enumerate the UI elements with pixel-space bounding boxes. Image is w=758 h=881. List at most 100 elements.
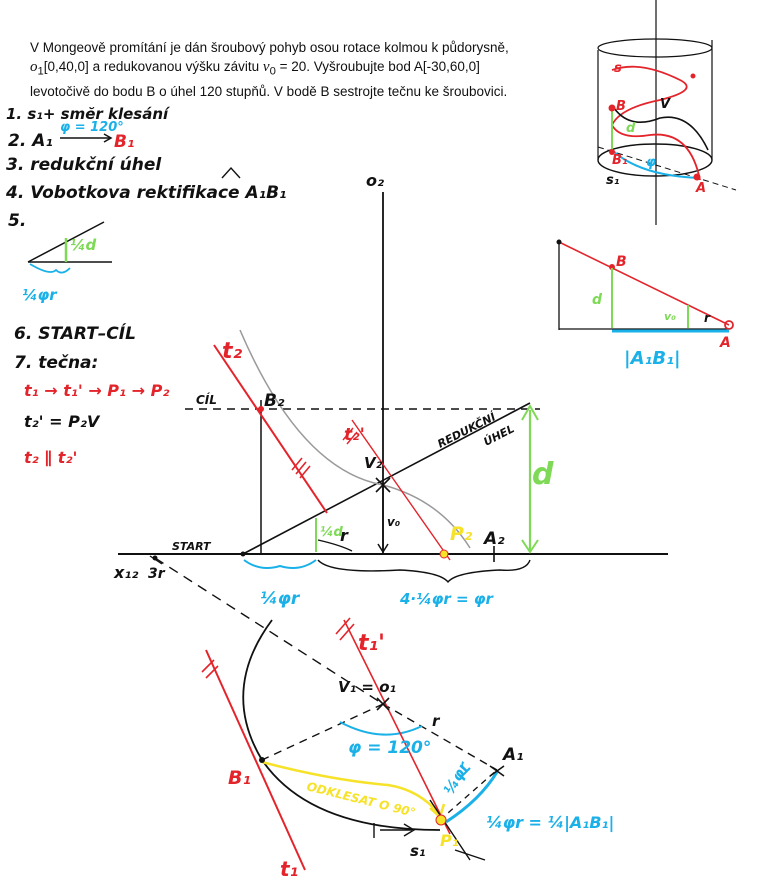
- label-B2: B₂: [264, 391, 285, 411]
- problem-mid: a redukovanou výšku závitu: [88, 59, 263, 74]
- inset2-top-point: [556, 239, 562, 245]
- cyan-tick: [461, 767, 471, 777]
- p1-helper-2: [454, 849, 486, 861]
- step-7: 7. tečna:: [14, 353, 98, 373]
- label-t2: t₂: [222, 339, 243, 364]
- p1-helper: [429, 799, 471, 861]
- v0-arrow: [377, 543, 389, 554]
- problem-line2-end: . Vyšroubujte bod A[-30,60,0]: [306, 59, 480, 74]
- point-P1: [435, 814, 447, 826]
- inset-label-B: B: [616, 99, 626, 114]
- label-d: d: [532, 457, 554, 492]
- label-t2-prime: t₂': [344, 425, 365, 445]
- inset-triangle: B A d v₀ r |A₁B₁|: [556, 239, 734, 369]
- step-2-arrowhead: [103, 133, 113, 143]
- label-o2: o₂: [366, 171, 384, 190]
- r-arc: [317, 539, 353, 552]
- label-quarter-phr-2: ¼φr: [440, 758, 474, 798]
- step-2-phi: φ = 120°: [60, 120, 124, 135]
- label-B1: B₁: [228, 767, 251, 789]
- full-phr-brace: [317, 559, 531, 584]
- label-quarter-d: ¼d: [320, 525, 343, 540]
- point-V1: [376, 697, 390, 711]
- inset-label-A: A: [695, 181, 706, 196]
- label-3r: 3r: [148, 566, 166, 582]
- helix-front-view: [239, 329, 471, 549]
- tangent-t2: [213, 344, 328, 514]
- steps-list: 1. s₁+ smĕr klesání 2. A₁ φ = 120° B₁ 3.…: [5, 105, 287, 467]
- height-d-arrows: [521, 403, 539, 554]
- label-V1: V₁ = o₁: [338, 678, 396, 696]
- step-7-line1: t₁ → t₁' → P₁ → P₂: [24, 381, 169, 400]
- reduction-angle-line: [242, 402, 531, 555]
- point-V2: [375, 477, 391, 493]
- arc-hat: [221, 166, 241, 179]
- label-quarter-phr: ¼φr: [260, 589, 301, 609]
- point-B1: [259, 757, 265, 763]
- inset-label-phi: φ: [646, 155, 656, 170]
- o1-coords: [0,40,0]: [43, 59, 89, 74]
- phi-arc: [339, 721, 423, 736]
- label-P2: P₂: [450, 523, 473, 545]
- tangent-t1-prime: [343, 619, 451, 835]
- step-7-line3: t₂ ∥ t₂': [24, 448, 77, 467]
- step-3: 3. redukční úhel: [6, 155, 162, 175]
- label-A1: A₁: [501, 745, 524, 765]
- inset2-label-arc: |A₁B₁|: [624, 348, 681, 369]
- quarter-arc-cyan: [445, 771, 499, 824]
- inset-label-V: V: [660, 97, 671, 112]
- label-v0: v₀: [387, 515, 401, 529]
- label-r: r: [340, 526, 349, 545]
- inset-phi-arc: [611, 149, 701, 179]
- label-t1: t₁: [280, 857, 298, 881]
- radius-v1-a1: [382, 703, 498, 771]
- x12-to-v1: [154, 557, 384, 705]
- label-odklesat: ODKLESAT O 90°: [305, 779, 417, 820]
- o1-subscript: 1: [37, 65, 44, 78]
- point-A1: [489, 765, 505, 777]
- step5-phr-label: ¼φr: [22, 286, 58, 304]
- o1-symbol: o: [30, 59, 38, 75]
- step-6: 6. START–CÍL: [14, 322, 136, 344]
- label-phi-120: φ = 120°: [348, 738, 431, 758]
- t2p-hatch: [342, 427, 358, 445]
- inset-A-point: [693, 173, 701, 181]
- inset2-label-A: A: [719, 335, 731, 351]
- inset-helix-front: [613, 107, 709, 151]
- inset-B-point: [608, 104, 616, 112]
- odklesat-arc: [261, 760, 441, 816]
- inset-cylinder: s B V d A φ s₁ B₁: [597, 0, 737, 225]
- inset-helix: [610, 65, 701, 181]
- label-A2: A₂: [482, 529, 505, 549]
- label-start: START: [172, 540, 212, 553]
- label-quarter-phr-3: ¼φr = ¼|A₁B₁|: [486, 813, 614, 833]
- inset2-hyp: [558, 241, 730, 326]
- inset-label-d: d: [626, 121, 636, 136]
- step-2-a: 2. A₁: [8, 131, 53, 151]
- inset2-label-B: B: [616, 254, 627, 270]
- inset2-label-d: d: [592, 292, 603, 308]
- label-t1-prime: t₁': [358, 631, 385, 656]
- label-P1: P₁: [440, 831, 459, 850]
- inset2-A-point: [724, 320, 734, 330]
- step-2-b: B₁: [114, 132, 134, 152]
- step-7-line2: t₂' = P₂V: [24, 412, 101, 431]
- label-four-phr: 4·¼φr = φr: [399, 590, 495, 608]
- label-V2: V₂: [364, 454, 383, 472]
- label-s1: s₁: [410, 842, 426, 860]
- point-P2: [439, 549, 449, 559]
- problem-line3: levotočivě do bodu B o úhel 120 stupňů. …: [30, 83, 508, 99]
- step-5: 5.: [8, 211, 26, 231]
- v0-subscript: 0: [269, 65, 276, 78]
- step-4: 4. Vobotkova rektifikace A₁B₁: [5, 183, 287, 203]
- label-r-lower: r: [432, 712, 441, 730]
- x12-mark: [149, 555, 163, 565]
- inset-helix-dot: [690, 73, 696, 79]
- inset2-label-r: r: [704, 311, 711, 325]
- inset2-B-point: [609, 264, 615, 270]
- tangent-t2-prime: [351, 419, 451, 561]
- problem-statement: V Mongeově promítání je dán šroubový poh…: [30, 38, 570, 101]
- problem-line1: V Mongeově promítání je dán šroubový poh…: [30, 40, 509, 55]
- step5-d-label: ¼d: [70, 236, 97, 254]
